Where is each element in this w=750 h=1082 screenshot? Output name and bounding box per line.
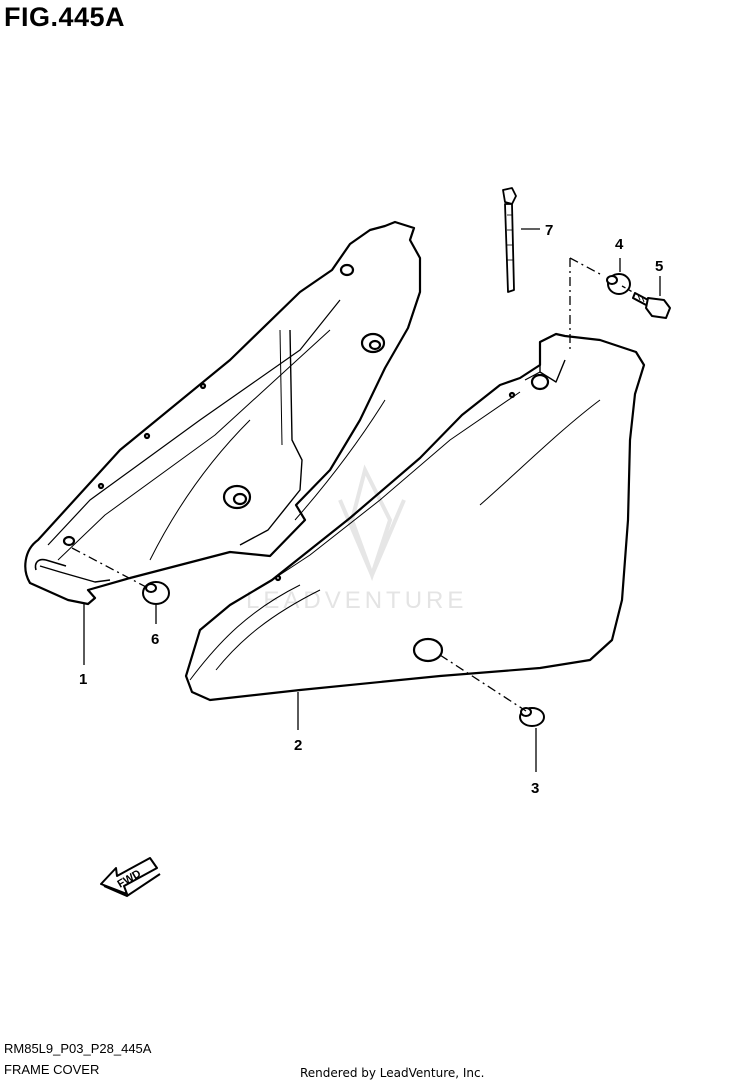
part-1-left-frame-cover[interactable] xyxy=(24,220,422,606)
part-4-grommet[interactable] xyxy=(606,273,631,295)
render-credit: Rendered by LeadVenture, Inc. xyxy=(300,1066,485,1080)
callout-1: 1 xyxy=(79,671,87,688)
callout-4: 4 xyxy=(615,236,624,253)
figure-name: FRAME COVER xyxy=(4,1062,100,1077)
part-5-bolt[interactable] xyxy=(632,292,671,319)
callout-5: 5 xyxy=(655,258,663,275)
leader-lines xyxy=(71,228,661,772)
figure-code: RM85L9_P03_P28_445A xyxy=(4,1041,152,1056)
callout-2: 2 xyxy=(294,737,302,754)
part-3-grommet[interactable] xyxy=(519,707,545,727)
forward-direction-arrow: FWD xyxy=(100,857,161,898)
part-2-right-frame-cover[interactable] xyxy=(184,332,646,702)
callout-numbers: 1 2 3 4 5 6 7 xyxy=(79,222,663,797)
callout-6: 6 xyxy=(151,631,159,648)
callout-3: 3 xyxy=(531,780,539,797)
callout-7: 7 xyxy=(545,222,553,239)
watermark: LEADVENTURE xyxy=(246,464,467,614)
figure-title: FIG.445A xyxy=(4,2,126,32)
part-7-cable-tie[interactable] xyxy=(502,187,517,293)
part-6-grommet[interactable] xyxy=(142,581,170,605)
watermark-text: LEADVENTURE xyxy=(246,587,467,614)
